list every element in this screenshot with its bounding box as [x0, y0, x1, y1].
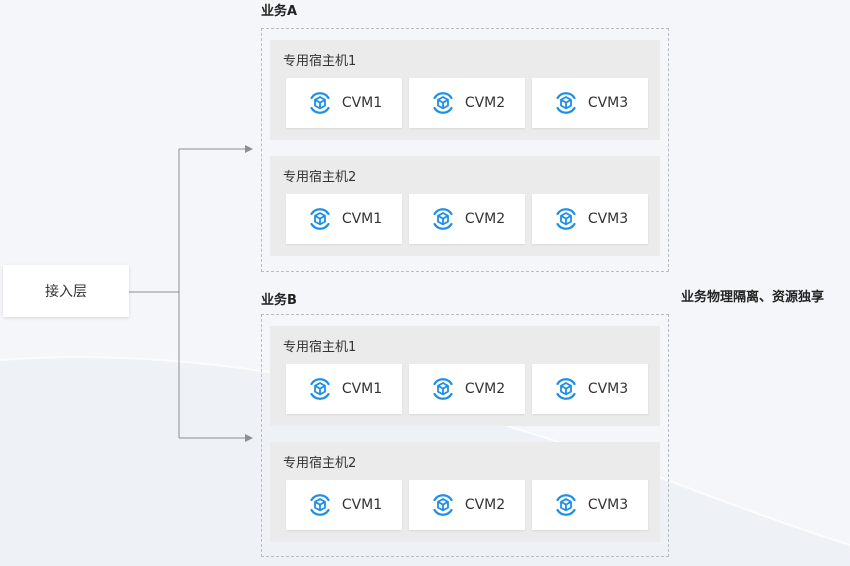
dedicated-host-a1: 专用宿主机1 CVM1 CVM2 CVM3 [270, 40, 660, 140]
cvm-label: CVM2 [464, 381, 506, 397]
cvm-label: CVM1 [341, 211, 383, 227]
cvm-card: CVM1 [286, 194, 402, 244]
cvm-cube-icon [556, 378, 576, 400]
dedicated-host-a2: 专用宿主机2 CVM1 CVM2 CVM3 [270, 156, 660, 256]
cvm-card: CVM3 [532, 78, 648, 128]
cvm-cube-icon [310, 208, 330, 230]
host-title: 专用宿主机2 [283, 170, 357, 185]
cvm-label: CVM3 [587, 497, 629, 513]
cvm-label: CVM3 [587, 381, 629, 397]
dedicated-host-b1: 专用宿主机1 CVM1 CVM2 CVM3 [270, 326, 660, 426]
cvm-label: CVM1 [341, 95, 383, 111]
cvm-cube-icon [556, 92, 576, 114]
cvm-label: CVM3 [587, 211, 629, 227]
cvm-cube-icon [433, 378, 453, 400]
cvm-cube-icon [433, 208, 453, 230]
cvm-cube-icon [310, 378, 330, 400]
business-a-label: 业务A [261, 4, 298, 19]
cvm-card: CVM3 [532, 194, 648, 244]
host-title: 专用宿主机2 [283, 456, 357, 471]
cvm-label: CVM1 [341, 497, 383, 513]
cvm-card: CVM2 [409, 78, 525, 128]
cvm-label: CVM1 [341, 381, 383, 397]
cvm-cube-icon [556, 208, 576, 230]
cvm-card: CVM3 [532, 480, 648, 530]
cvm-card: CVM2 [409, 364, 525, 414]
cvm-card: CVM2 [409, 194, 525, 244]
cvm-label: CVM3 [587, 95, 629, 111]
cvm-cube-icon [310, 494, 330, 516]
cvm-card: CVM3 [532, 364, 648, 414]
access-layer-box: 接入层 [3, 265, 129, 317]
business-b-group: 专用宿主机1 CVM1 CVM2 CVM3 专用宿主机2 [261, 314, 669, 557]
cvm-label: CVM2 [464, 211, 506, 227]
host-title: 专用宿主机1 [283, 54, 357, 69]
cvm-cube-icon [433, 494, 453, 516]
business-a-group: 专用宿主机1 CVM1 CVM2 CVM3 专用宿主机2 [261, 28, 669, 272]
business-b-label: 业务B [261, 293, 297, 308]
cvm-card: CVM1 [286, 78, 402, 128]
cvm-label: CVM2 [464, 497, 506, 513]
isolation-note: 业务物理隔离、资源独享 [681, 290, 825, 305]
cvm-cube-icon [433, 92, 453, 114]
cvm-label: CVM2 [464, 95, 506, 111]
host-title: 专用宿主机1 [283, 340, 357, 355]
cvm-card: CVM2 [409, 480, 525, 530]
cvm-cube-icon [310, 92, 330, 114]
cvm-card: CVM1 [286, 364, 402, 414]
cvm-cube-icon [556, 494, 576, 516]
access-layer-label: 接入层 [45, 284, 87, 300]
dedicated-host-b2: 专用宿主机2 CVM1 CVM2 CVM3 [270, 442, 660, 542]
cvm-card: CVM1 [286, 480, 402, 530]
